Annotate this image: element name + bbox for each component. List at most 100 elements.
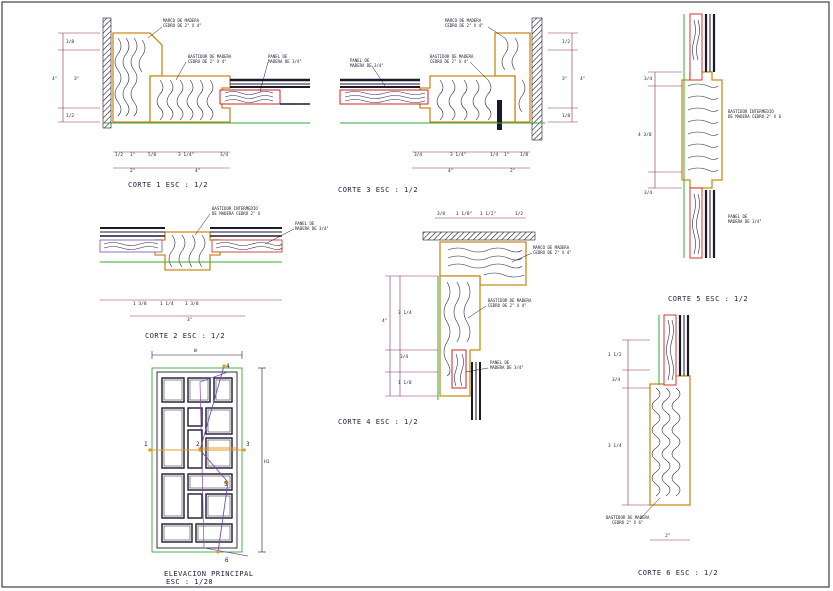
panel-piece	[219, 89, 281, 105]
elevation-caption: ELEVACION PRINCIPAL	[164, 570, 254, 578]
dim-label: 3"	[74, 76, 79, 82]
section-caption: CORTE 4 ESC : 1/2	[338, 418, 418, 426]
dim-label: 3 1/4	[608, 443, 622, 449]
cut-marker	[222, 364, 226, 368]
dim-lines	[648, 71, 682, 189]
dim-label: 4"	[580, 76, 585, 82]
leader-line	[487, 26, 506, 39]
section-5: 3/4 4 3/8 3/4 BASTIDOR INTERMEDIO DE MAD…	[638, 13, 782, 303]
section-caption: CORTE 3 ESC : 1/2	[338, 186, 418, 194]
leader-line	[639, 497, 661, 520]
cut-number: 5	[224, 481, 228, 488]
note-stile: BASTIDOR INTERMEDIO	[212, 206, 258, 211]
section-caption: CORTE 2 ESC : 1/2	[145, 332, 225, 340]
stile-piece	[681, 71, 723, 189]
note-stile: CEDRO DE 2" X 4"	[488, 303, 527, 308]
moulding-lines	[340, 78, 420, 88]
dim-label: 1/2	[66, 113, 74, 119]
leader-line	[259, 61, 269, 93]
dim-label: 1 1/8	[398, 380, 412, 386]
dim-label: 1 1/4	[160, 301, 174, 307]
cut-line	[199, 365, 229, 553]
dim-label: 3 1/4"	[450, 152, 466, 158]
panel-piece	[663, 314, 677, 386]
dim-label: 4"	[448, 168, 453, 174]
dim-label: 3/4	[220, 152, 228, 158]
dim-label: 4"	[382, 318, 387, 324]
dim-label: 4"	[52, 76, 57, 82]
dim-label: 4 3/8	[638, 132, 652, 138]
note-frame: CEDRO DE 2" X 4"	[533, 250, 572, 255]
section-3: 1/2 3" 4" 1/8 3/4 3 1/4" 1/4 1" 1/8 4" 2…	[338, 17, 585, 194]
dim-label: 3/4	[414, 152, 422, 158]
note-panel: MADERA DE 3/4"	[728, 219, 762, 224]
dim-label: 1/8	[520, 152, 528, 158]
dim-label: 1 1/2"	[480, 211, 496, 217]
dim-lines	[412, 32, 578, 169]
dim-label: 3 1/4"	[178, 152, 194, 158]
note-stile: BASTIDOR DE MADERA	[488, 298, 532, 303]
leader-line	[465, 367, 489, 373]
note-stile: CEDRO DE 2" X 4"	[188, 59, 227, 64]
note-frame: CEDRO DE 2" X 4"	[445, 23, 484, 28]
note-panel: MADERA DE 3/4"	[295, 226, 329, 231]
door-panels	[161, 377, 233, 543]
note-panel: PANEL DE	[728, 214, 748, 219]
door-leaf	[156, 371, 238, 549]
cut-number: 3	[246, 441, 250, 448]
leader-line	[264, 228, 295, 245]
panel-piece	[99, 239, 163, 253]
cut-marker	[224, 480, 228, 484]
dim-lines	[100, 299, 282, 317]
cut-number: 6	[225, 557, 229, 564]
note-panel: MADERA DE 3/4"	[490, 365, 524, 370]
stile-piece	[154, 231, 221, 271]
note-stile: BASTIDOR INTERMEDIO	[728, 109, 774, 114]
note-stile: BASTIDOR DE MADERA	[430, 54, 474, 59]
note-panel: PANEL DE	[268, 54, 288, 59]
note-frame: MARCO DE MADERA	[163, 18, 200, 23]
dim-label: 3/4	[400, 354, 408, 360]
dim-label: 2"	[130, 168, 135, 174]
door-panels-inner	[163, 379, 231, 541]
note-stile: BASTIDOR DE MADERA	[188, 54, 232, 59]
grain	[687, 19, 719, 255]
note-stile: DE MADERA CEDRO 2" X	[212, 211, 261, 216]
note-stile: DE MADERA CEDRO 2" X 6	[728, 114, 782, 119]
wall-hatch	[531, 17, 543, 141]
elevation-scale: ESC : 1/20	[166, 578, 213, 586]
dim-label: 3"	[562, 76, 567, 82]
dim-label: 2"	[510, 168, 515, 174]
leader-line	[467, 305, 487, 319]
dim-lines	[622, 339, 690, 541]
leader-line	[511, 252, 533, 263]
section-6: 1 1/2 3/4 3 1/4 2" BASTIDOR DE MADERA CE…	[606, 314, 718, 577]
note-stile: BASTIDOR DE MADERA	[606, 515, 650, 520]
dim-label: 3/8	[66, 39, 74, 45]
dim-label: 3/8	[437, 211, 445, 217]
wall-hatch	[422, 231, 536, 241]
cut-number: 2	[196, 441, 200, 448]
leader-line	[194, 213, 211, 236]
cut-marker	[242, 448, 246, 452]
dim-label: 1/8	[562, 113, 570, 119]
moulding-lines	[230, 78, 310, 105]
note-stile: CEDRO 2" X 6"	[612, 520, 643, 525]
wall-hatch	[102, 17, 112, 129]
dim-label: 1 3/8	[185, 301, 199, 307]
panel-piece	[689, 187, 703, 259]
note-panel: PANEL DE	[350, 58, 370, 63]
note-panel: PANEL DE	[295, 221, 315, 226]
panel-piece	[689, 13, 703, 81]
cut-number: 4	[226, 363, 230, 370]
grain	[443, 247, 525, 387]
dim-label: 2"	[665, 533, 670, 539]
dim-lines	[385, 217, 526, 397]
section-caption: CORTE 1 ESC : 1/2	[128, 181, 208, 189]
dim-label: 3"	[187, 317, 192, 323]
note-panel: MADERA DE 3/4"	[350, 63, 384, 68]
note-panel: PANEL DE	[490, 360, 510, 365]
section-caption: CORTE 6 ESC : 1/2	[638, 569, 718, 577]
dim-label: 3/4	[612, 377, 620, 383]
moulding-lines	[471, 362, 481, 420]
